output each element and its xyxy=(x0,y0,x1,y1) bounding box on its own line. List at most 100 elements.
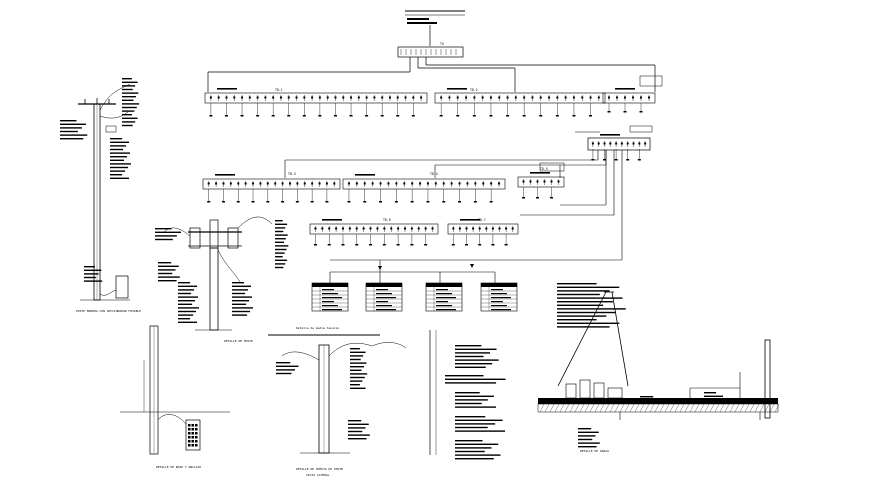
breaker-mark xyxy=(531,96,534,99)
annotation-line xyxy=(158,276,180,278)
circuit-tag xyxy=(410,201,414,203)
hatch-line xyxy=(734,403,740,413)
anchor-grid-cell xyxy=(195,424,198,427)
breaker-mark xyxy=(597,96,600,99)
hatch-line xyxy=(629,403,635,413)
circuit-tag xyxy=(489,115,493,117)
breaker-mark xyxy=(424,227,427,230)
panel-name-bar xyxy=(215,174,235,176)
table-cell xyxy=(436,293,452,295)
table-cell xyxy=(491,301,503,303)
annotation-line xyxy=(110,177,130,179)
annotation-line xyxy=(110,159,125,161)
anchor-grid-cell xyxy=(191,444,194,447)
circuit-tag xyxy=(369,244,373,246)
annotation-line xyxy=(350,348,360,350)
breaker-mark xyxy=(458,227,461,230)
hatch-line xyxy=(719,403,725,413)
hatch-line xyxy=(584,403,590,413)
circuit-tag xyxy=(224,115,228,117)
breaker-mark xyxy=(256,96,259,99)
breaker-mark xyxy=(591,142,594,145)
circuit-tag xyxy=(379,201,383,203)
breaker-mark xyxy=(529,180,532,183)
pole-bottom-caption: DETALLE DE PUESTA DE POSTE xyxy=(296,467,343,471)
breaker-mark xyxy=(335,227,338,230)
annotation-line xyxy=(350,387,366,389)
anchor-grid-cell xyxy=(191,436,194,439)
panel-name-bar xyxy=(355,174,375,176)
table-cell xyxy=(322,301,334,303)
table-cell xyxy=(322,293,338,295)
hatch-line xyxy=(684,403,690,413)
breaker-mark xyxy=(511,227,514,230)
anchor-grid-cell xyxy=(195,432,198,435)
panel-a2: TD-2 xyxy=(434,88,606,117)
annotation-line xyxy=(122,114,132,116)
annotation-line xyxy=(578,442,600,444)
circuit-tag xyxy=(458,201,462,203)
annotation-line xyxy=(122,78,132,80)
breaker-mark xyxy=(543,180,546,183)
annotation-line xyxy=(275,223,288,225)
breaker-mark xyxy=(241,96,244,99)
circuit-tag xyxy=(256,115,260,117)
circuit-tag xyxy=(209,115,213,117)
annotation-line xyxy=(445,382,497,384)
hatch-line xyxy=(764,403,770,413)
annotation-line xyxy=(350,362,367,364)
circuit-tag xyxy=(271,115,275,117)
annotation-line xyxy=(158,280,177,282)
hatch-line xyxy=(654,403,660,413)
breaker-mark xyxy=(489,96,492,99)
breaker-mark xyxy=(222,182,225,185)
hatch-line xyxy=(539,403,545,413)
breaker-mark xyxy=(396,96,399,99)
annotation-line xyxy=(122,124,133,127)
annotation-line xyxy=(275,252,285,254)
breaker-mark xyxy=(404,227,406,230)
annotation-line xyxy=(122,103,140,105)
annotation-line xyxy=(60,130,78,133)
panel-a2-label: TD-2 xyxy=(470,88,478,92)
panel-b2: TD-4 xyxy=(342,172,506,203)
annotation-line xyxy=(110,163,132,165)
circuit-tag xyxy=(349,115,353,117)
annotation-line xyxy=(275,266,284,269)
annotation-line xyxy=(122,121,136,123)
breaker-mark xyxy=(589,96,592,99)
annotation-line xyxy=(275,263,286,265)
breaker-mark xyxy=(395,182,398,185)
annotation-line xyxy=(455,399,488,401)
hatch-line xyxy=(689,403,695,413)
breaker-mark xyxy=(355,227,358,230)
annotation-line xyxy=(455,458,494,460)
breaker-mark xyxy=(411,182,414,185)
breaker-mark xyxy=(616,96,618,99)
circuit-tag xyxy=(603,159,606,161)
anchor-grid-cell xyxy=(188,428,191,431)
breaker-mark xyxy=(485,227,488,230)
main-distribution-board: TG xyxy=(207,42,656,92)
annotation-line xyxy=(348,438,367,440)
anchor-base-detail: DETALLE DE BASE Y ANCLAJE xyxy=(120,325,230,469)
breaker-mark xyxy=(403,182,406,185)
breaker-mark xyxy=(490,182,493,185)
breaker-mark xyxy=(417,227,420,230)
annotation-line xyxy=(275,230,284,233)
pole-bottom-top-label: Detalle de media tension xyxy=(296,326,340,330)
breaker-mark xyxy=(505,227,508,230)
anchor-grid-cell xyxy=(188,440,191,443)
circuit-tag xyxy=(240,115,244,117)
hatch-line xyxy=(644,403,650,413)
panel-name-bar xyxy=(615,88,635,90)
table-cell xyxy=(376,305,392,307)
annotation-line xyxy=(455,395,494,397)
circuit-tag xyxy=(313,244,317,246)
anchor-grid-cell xyxy=(195,444,198,447)
hatch-line xyxy=(739,403,745,413)
anchor-grid-cell xyxy=(188,424,191,427)
breaker-mark xyxy=(498,96,501,99)
circuit-tag xyxy=(207,201,211,203)
